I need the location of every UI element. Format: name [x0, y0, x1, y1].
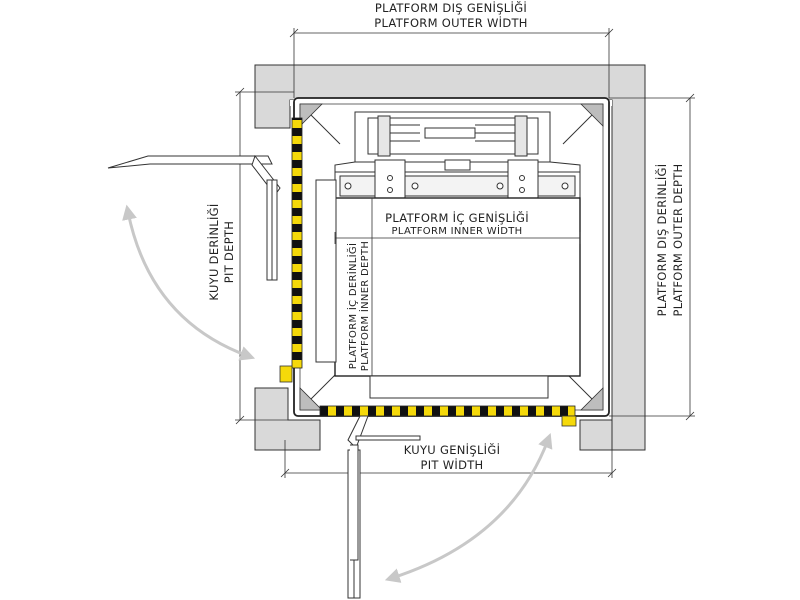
- pit-width-label-tr: KUYU GENİŞLİĞİ: [404, 442, 501, 457]
- inner-width-label-tr: PLATFORM İÇ GENİŞLİĞİ: [385, 210, 529, 225]
- pit-walls: [254, 64, 646, 451]
- hazard-strip-left: [291, 117, 303, 369]
- pit-depth-label-en: PIT DEPTH: [222, 221, 236, 283]
- rail-assembly: [334, 159, 581, 206]
- stop-block-left: [279, 365, 293, 383]
- outer-depth-label-en: PLATFORM OUTER DEPTH: [671, 164, 685, 317]
- hazard-strip-bottom: [319, 405, 576, 417]
- drive-mechanism: [334, 111, 581, 173]
- left-door: [107, 154, 281, 281]
- left-door-swing-arrow: [122, 204, 256, 361]
- outer-width-label-en: PLATFORM OUTER WİDTH: [374, 15, 528, 30]
- outer-depth-dim: [609, 93, 695, 421]
- pit-width-label-en: PIT WİDTH: [421, 457, 484, 472]
- inner-width-label-en: PLATFORM INNER WİDTH: [392, 224, 523, 237]
- outer-width-label-tr: PLATFORM DIŞ GENİŞLİĞİ: [375, 0, 527, 15]
- inner-platform: [315, 179, 581, 399]
- pit-depth-label-tr: KUYU DERİNLİĞİ: [206, 203, 221, 300]
- outer-width-dim: [289, 28, 614, 98]
- bottom-door: [347, 415, 421, 599]
- bottom-door-swing-arrow: [384, 432, 553, 583]
- stop-block-bottom: [561, 415, 577, 427]
- outer-depth-label-tr: PLATFORM DIŞ DERİNLİĞİ: [654, 164, 669, 317]
- inner-depth-label-tr: PLATFORM İÇ DERİNLİĞİ: [346, 243, 359, 369]
- inner-depth-label-en: PLATFORM İNNER DEPTH: [358, 241, 371, 371]
